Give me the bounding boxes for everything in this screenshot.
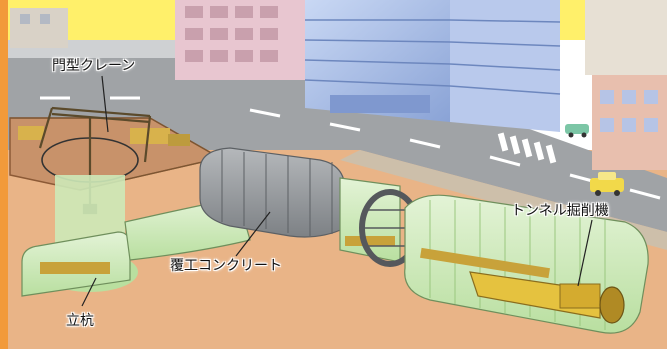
road-markings xyxy=(40,96,661,200)
label-vertical-shaft: 立杭 xyxy=(66,313,94,329)
building-left-small xyxy=(10,8,68,48)
label-tunnel-boring-machine: トンネル掘削機 xyxy=(511,203,609,219)
label-gantry-crane: 門型クレーン xyxy=(52,58,136,74)
callout-lines xyxy=(81,75,593,307)
road xyxy=(8,58,667,232)
building-right xyxy=(585,0,667,170)
taxi xyxy=(590,172,624,196)
label-lining-concrete: 覆工コンクリート xyxy=(170,258,282,274)
car-green xyxy=(565,124,589,138)
left-edge-band xyxy=(0,0,8,349)
construction-yard xyxy=(9,117,223,191)
tunnel-boring-machine xyxy=(469,271,625,324)
building-pink-tower xyxy=(175,0,310,80)
tunnel-lining-section xyxy=(199,147,346,238)
building-glass-office xyxy=(304,0,561,132)
crosswalk xyxy=(497,132,557,164)
